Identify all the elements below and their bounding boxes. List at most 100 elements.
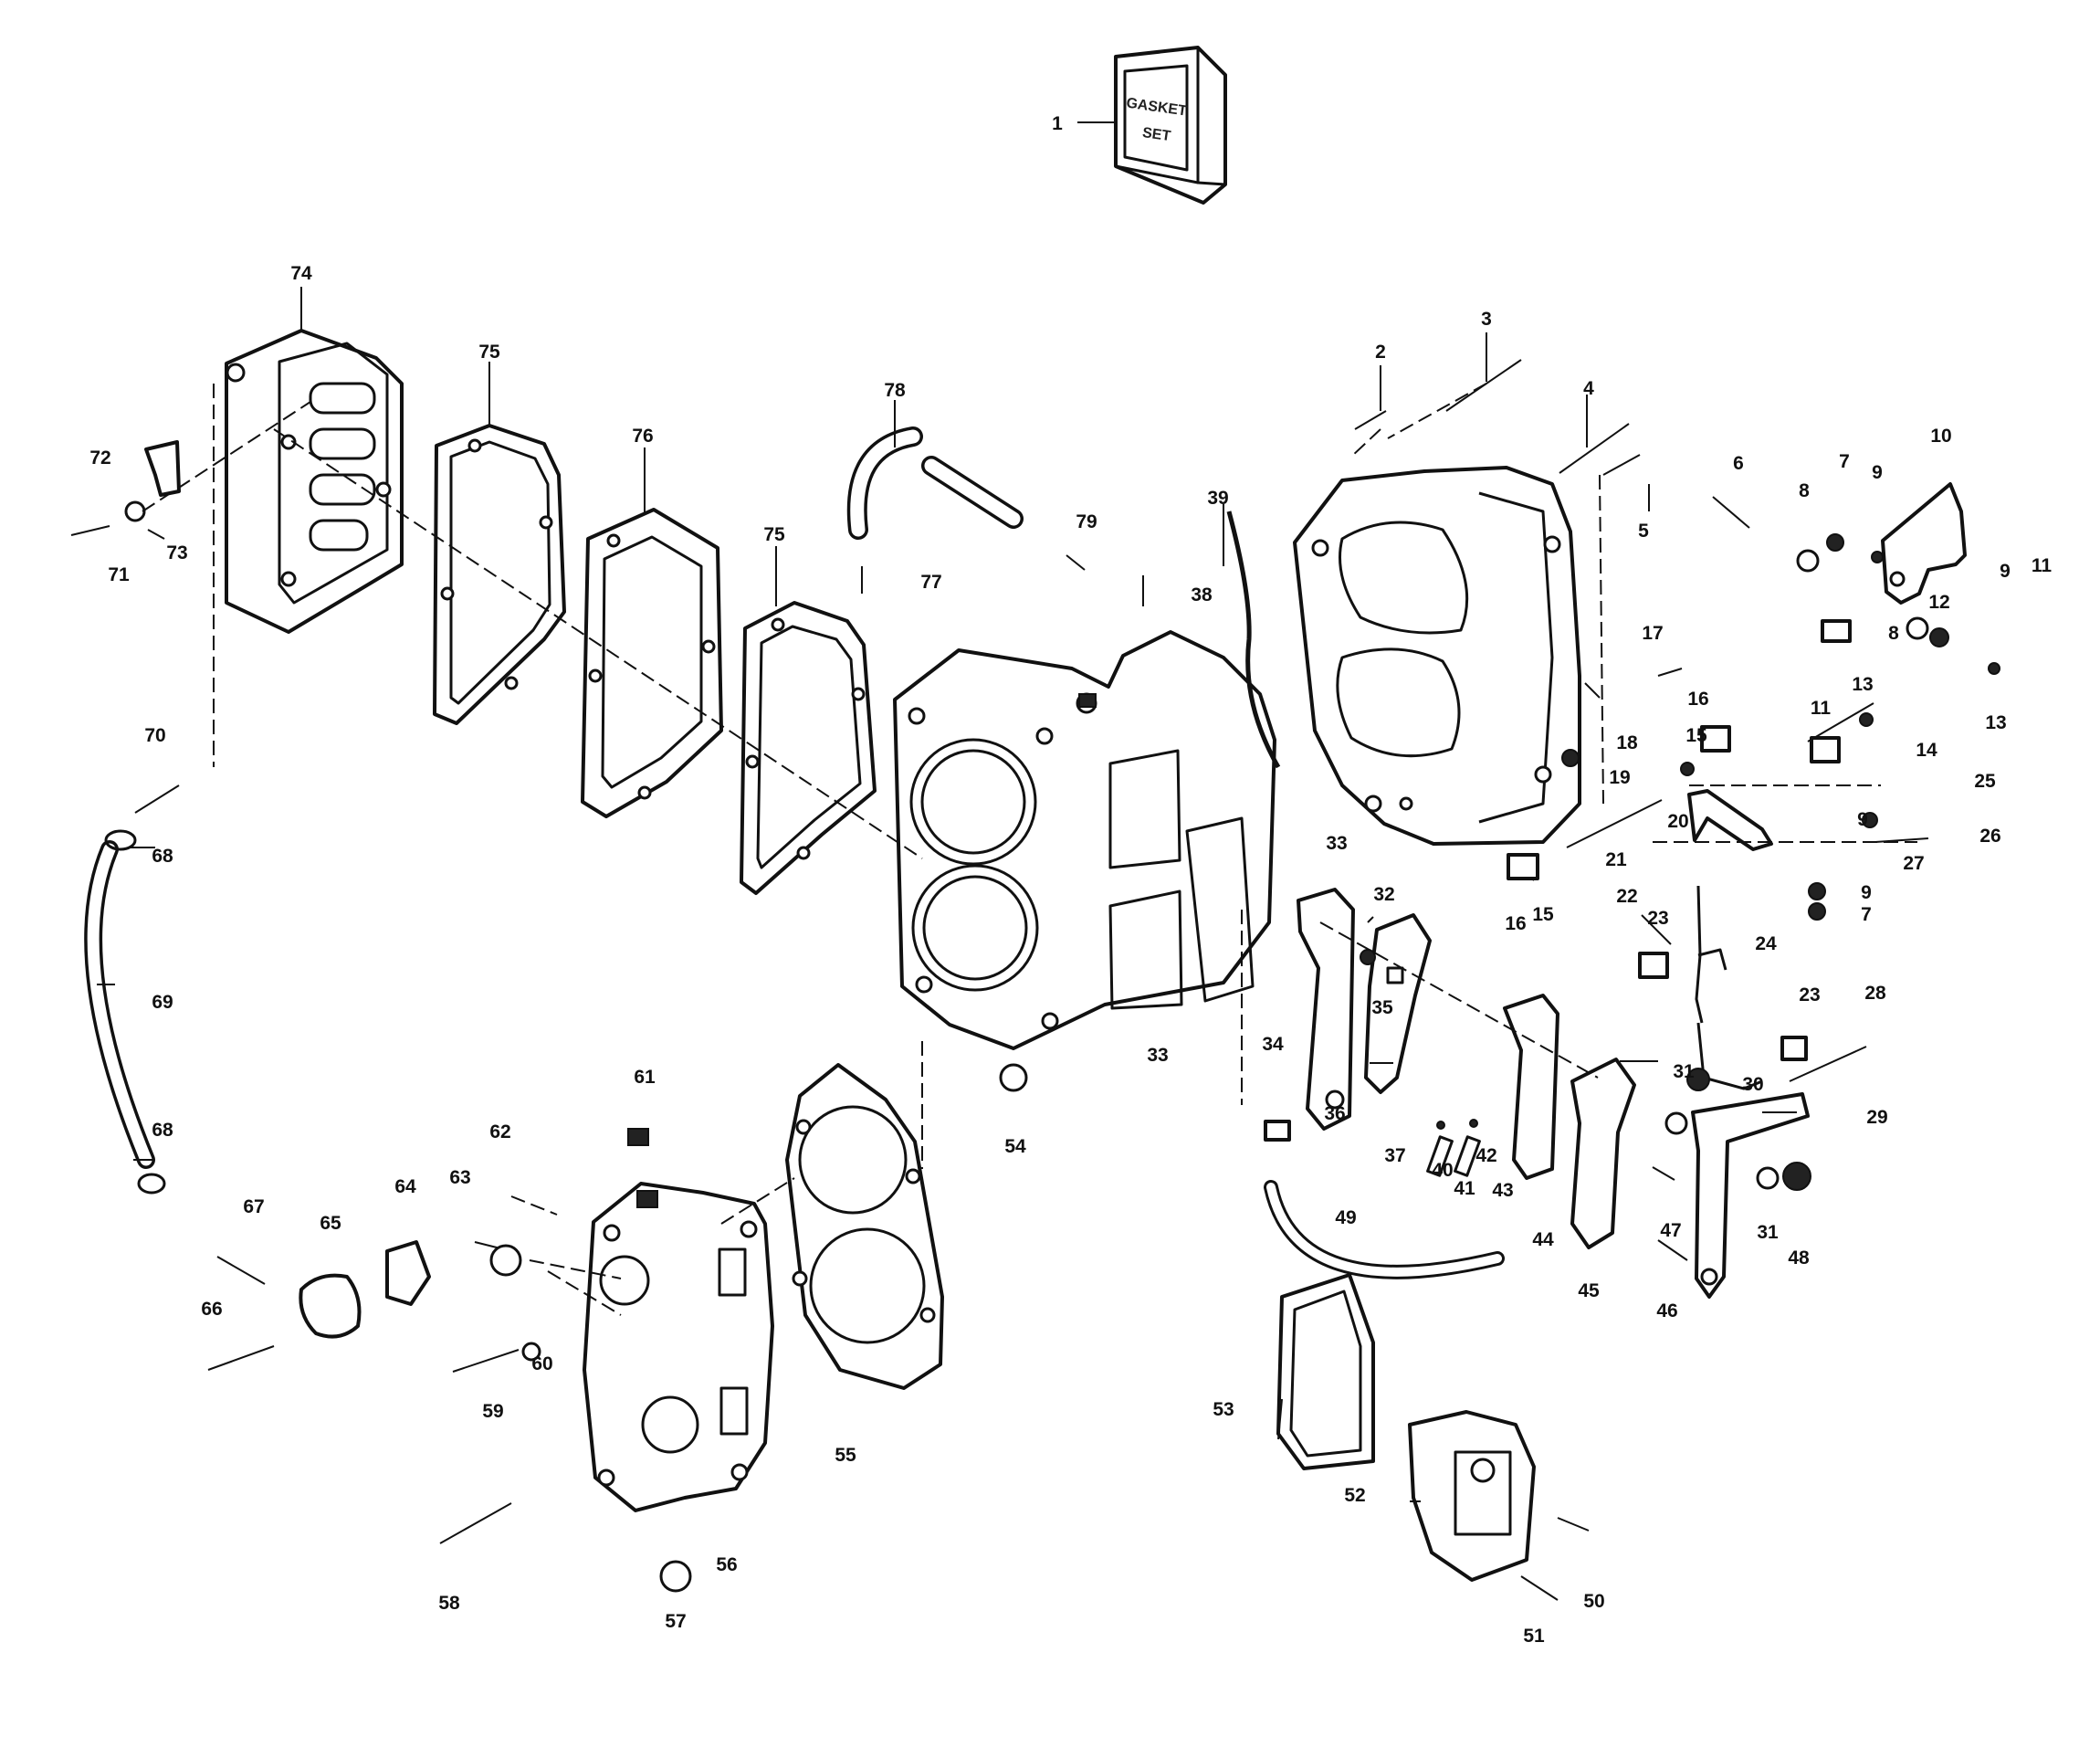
label-34: 34 xyxy=(1262,1034,1284,1055)
label-10: 10 xyxy=(1930,426,1951,447)
gasket-box-text-2: SET xyxy=(1141,125,1171,144)
label-60: 60 xyxy=(531,1353,552,1374)
label-76: 76 xyxy=(632,426,653,447)
label-50: 50 xyxy=(1583,1591,1604,1612)
arm-20 xyxy=(1687,789,1773,851)
label-8: 8 xyxy=(1799,480,1810,501)
label-7b: 7 xyxy=(1861,904,1872,925)
label-12: 12 xyxy=(1928,592,1949,613)
label-66: 66 xyxy=(201,1299,222,1320)
label-27: 27 xyxy=(1903,853,1924,874)
label-36: 36 xyxy=(1324,1103,1345,1124)
label-31: 31 xyxy=(1673,1061,1695,1082)
label-70: 70 xyxy=(144,725,165,746)
label-22: 22 xyxy=(1616,886,1637,907)
leader-lines xyxy=(97,121,1917,1502)
label-45: 45 xyxy=(1578,1280,1600,1301)
cylinder-head xyxy=(583,1182,774,1512)
label-17: 17 xyxy=(1642,623,1663,644)
label-71: 71 xyxy=(108,564,130,585)
label-15: 15 xyxy=(1685,725,1707,746)
label-42: 42 xyxy=(1475,1145,1496,1166)
label-32: 32 xyxy=(1373,884,1394,905)
label-4: 4 xyxy=(1583,378,1594,399)
cover-plate-52 xyxy=(1408,1410,1536,1582)
label-37: 37 xyxy=(1384,1145,1405,1166)
label-13: 13 xyxy=(1852,674,1873,695)
label-26: 26 xyxy=(1979,826,2000,847)
label-57: 57 xyxy=(665,1611,686,1632)
exhaust-gasket-outer xyxy=(433,424,566,725)
label-3: 3 xyxy=(1481,309,1492,330)
label-38: 38 xyxy=(1191,584,1213,605)
label-2: 2 xyxy=(1375,342,1386,363)
label-46: 46 xyxy=(1656,1300,1677,1321)
label-25: 25 xyxy=(1974,771,1996,792)
label-52: 52 xyxy=(1344,1485,1365,1506)
label-72: 72 xyxy=(89,447,110,468)
arm-45 xyxy=(1570,1058,1636,1249)
callout-labels: 1 2 3 4 5 6 7 8 9 10 9 11 12 8 13 13 11 … xyxy=(89,113,2052,1647)
label-9d: 9 xyxy=(1861,882,1872,903)
label-21: 21 xyxy=(1605,849,1627,870)
exhaust-divider-plate xyxy=(581,508,723,818)
label-33: 33 xyxy=(1326,833,1347,854)
label-78: 78 xyxy=(884,380,906,401)
water-hose xyxy=(84,829,166,1195)
bolts-and-small-parts xyxy=(70,359,2000,1601)
label-43: 43 xyxy=(1492,1180,1513,1201)
label-5: 5 xyxy=(1638,521,1649,542)
label-16: 16 xyxy=(1687,689,1708,710)
label-23b: 23 xyxy=(1799,984,1820,1005)
label-23: 23 xyxy=(1647,908,1668,929)
label-47: 47 xyxy=(1660,1220,1681,1241)
exhaust-gasket-inner xyxy=(740,601,877,895)
label-68: 68 xyxy=(152,846,173,867)
label-33b: 33 xyxy=(1147,1045,1168,1066)
label-51: 51 xyxy=(1523,1626,1545,1647)
label-62: 62 xyxy=(489,1121,510,1142)
arm-10 xyxy=(1881,482,1967,605)
label-11: 11 xyxy=(2032,555,2053,576)
vent-hose-78 xyxy=(846,426,1024,540)
label-54: 54 xyxy=(1004,1136,1026,1157)
bleed-hose xyxy=(1264,1180,1505,1279)
cylinder-block xyxy=(893,630,1276,1050)
label-61: 61 xyxy=(634,1067,656,1088)
label-39: 39 xyxy=(1207,488,1228,509)
label-19: 19 xyxy=(1609,767,1630,788)
cover-gasket-53 xyxy=(1276,1273,1375,1470)
label-24: 24 xyxy=(1755,933,1777,954)
label-58: 58 xyxy=(438,1593,460,1614)
label-59: 59 xyxy=(482,1401,503,1422)
label-49: 49 xyxy=(1335,1207,1356,1228)
label-55: 55 xyxy=(835,1445,856,1466)
label-41: 41 xyxy=(1454,1178,1475,1199)
label-75b: 75 xyxy=(763,524,785,545)
label-65: 65 xyxy=(320,1213,341,1234)
arm-29 xyxy=(1691,1092,1810,1299)
label-31b: 31 xyxy=(1757,1222,1779,1243)
arm-37 xyxy=(1364,913,1432,1094)
label-64: 64 xyxy=(394,1176,416,1197)
label-1: 1 xyxy=(1052,113,1063,134)
label-35: 35 xyxy=(1371,997,1393,1018)
gasket-set-box: GASKET SET xyxy=(1114,46,1227,205)
label-75: 75 xyxy=(478,342,500,363)
label-14: 14 xyxy=(1916,740,1937,761)
label-9b: 9 xyxy=(2000,561,2011,582)
label-13b: 13 xyxy=(1985,712,2006,733)
label-79: 79 xyxy=(1076,511,1097,532)
label-68b: 68 xyxy=(152,1120,173,1141)
label-9: 9 xyxy=(1872,462,1883,483)
arm-44 xyxy=(1503,994,1559,1180)
label-9c: 9 xyxy=(1857,809,1868,830)
label-28: 28 xyxy=(1864,983,1886,1004)
label-44: 44 xyxy=(1532,1229,1554,1250)
label-8b: 8 xyxy=(1888,623,1899,644)
label-40: 40 xyxy=(1432,1160,1453,1181)
label-53: 53 xyxy=(1213,1399,1234,1420)
label-73: 73 xyxy=(166,542,187,563)
thermostat-gasket xyxy=(385,1240,431,1306)
